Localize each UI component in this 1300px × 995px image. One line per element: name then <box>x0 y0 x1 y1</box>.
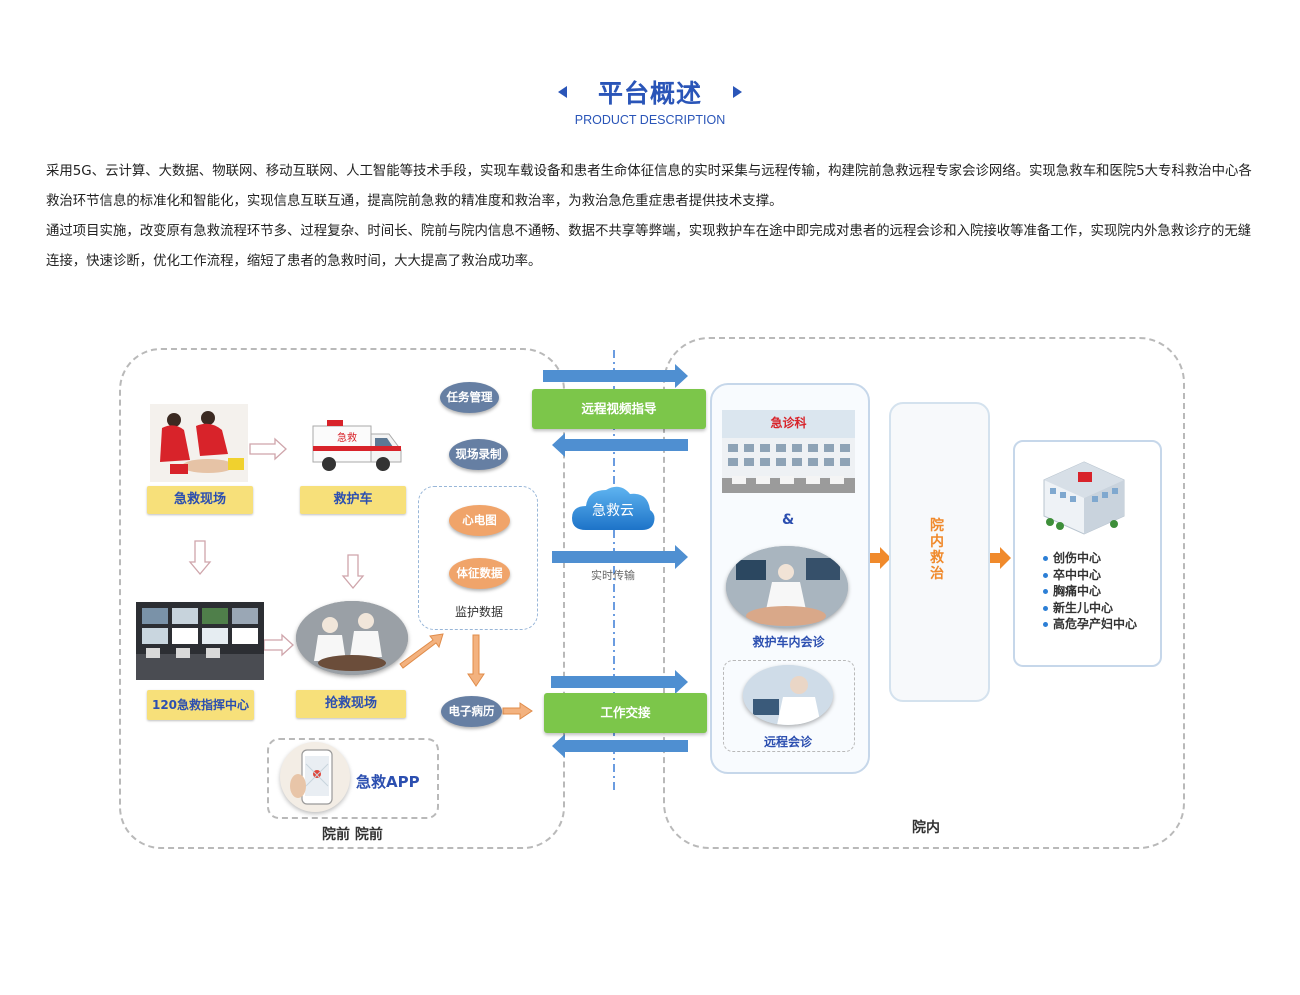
list-item: 胸痛中心 <box>1043 583 1137 600</box>
centers-list: 创伤中心 卒中中心 胸痛中心 新生儿中心 高危孕产妇中心 <box>1043 550 1137 633</box>
orange-flow-arrows <box>400 634 532 719</box>
app-label[interactable]: 急救APP <box>356 771 420 792</box>
description: 采用5G、云计算、大数据、物联网、移动互联网、人工智能等技术手段，实现车载设备和… <box>46 157 1258 277</box>
remote-consult-box <box>723 660 855 752</box>
emr-pill: 电子病历 <box>441 696 502 727</box>
hospital-consult-panel <box>710 383 870 774</box>
scene-record-pill: 现场录制 <box>449 439 508 470</box>
er-sign: 急诊科 <box>722 414 855 431</box>
ampersand: & <box>782 512 794 528</box>
hospital-building-icon <box>1040 458 1130 538</box>
cloud-icon <box>570 480 656 534</box>
ambulance-label: 救护车 <box>300 486 406 514</box>
rescue-scene-label: 抢救现场 <box>296 690 406 718</box>
inhospital-zone <box>663 337 1185 849</box>
arrow-left-icon[interactable] <box>558 86 567 98</box>
description-paragraph: 通过项目实施，改变原有急救流程环节多、过程复杂、时间长、院前与院内信息不通畅、数… <box>46 217 1258 277</box>
inhospital-treatment-label: 院内救治 <box>929 518 945 582</box>
inhospital-treatment-panel <box>889 402 990 702</box>
app-phone-image[interactable] <box>280 742 350 812</box>
list-item: 高危孕产妇中心 <box>1043 616 1137 633</box>
er-building-image <box>722 410 855 493</box>
centers-panel <box>1013 440 1162 667</box>
remote-video-guidance: 远程视频指导 <box>532 389 706 429</box>
monitor-data-label: 监护数据 <box>455 603 503 620</box>
ambulance-sign: 急救 <box>337 431 357 444</box>
list-item: 新生儿中心 <box>1043 600 1137 617</box>
prehospital-zone-label: 院前 院前 <box>322 824 383 844</box>
ecg-pill: 心电图 <box>449 505 510 536</box>
emergency-scene-image <box>150 404 248 482</box>
vehicle-consult-label: 救护车内会诊 <box>722 633 855 650</box>
realtime-transfer-label: 实时传输 <box>591 567 635 583</box>
flow-arrow-down <box>190 541 363 588</box>
section-header: 平台概述 PRODUCT DESCRIPTION <box>0 74 1300 127</box>
list-item: 创伤中心 <box>1043 550 1137 567</box>
page-title: 平台概述 <box>598 74 702 110</box>
transfer-arrows <box>543 364 688 758</box>
rescue-scene-image <box>296 601 408 675</box>
list-item: 卒中中心 <box>1043 567 1137 584</box>
vitals-pill: 体征数据 <box>449 558 510 589</box>
flow-arrow-right <box>250 439 293 655</box>
cloud-label: 急救云 <box>570 500 656 520</box>
remote-consult-label: 远程会诊 <box>723 733 853 750</box>
page-subtitle: PRODUCT DESCRIPTION <box>0 113 1300 127</box>
remote-consult-image <box>743 665 833 725</box>
work-handover: 工作交接 <box>544 693 707 733</box>
description-paragraph: 采用5G、云计算、大数据、物联网、移动互联网、人工智能等技术手段，实现车载设备和… <box>46 157 1258 217</box>
task-management-pill: 任务管理 <box>440 382 499 413</box>
inhospital-zone-label: 院内 <box>912 817 940 837</box>
ambulance-image: 急救 <box>307 410 405 476</box>
monitor-data-box <box>418 486 538 630</box>
vehicle-consult-image <box>726 546 848 628</box>
arrow-right-icon[interactable] <box>733 86 742 98</box>
emergency-scene-label: 急救现场 <box>147 486 253 514</box>
prehospital-zone <box>119 348 565 849</box>
hospital-flow-arrows <box>868 547 1011 569</box>
app-box <box>267 738 439 819</box>
command-center-label: 120急救指挥中心 <box>147 690 254 720</box>
command-center-image <box>136 602 264 680</box>
